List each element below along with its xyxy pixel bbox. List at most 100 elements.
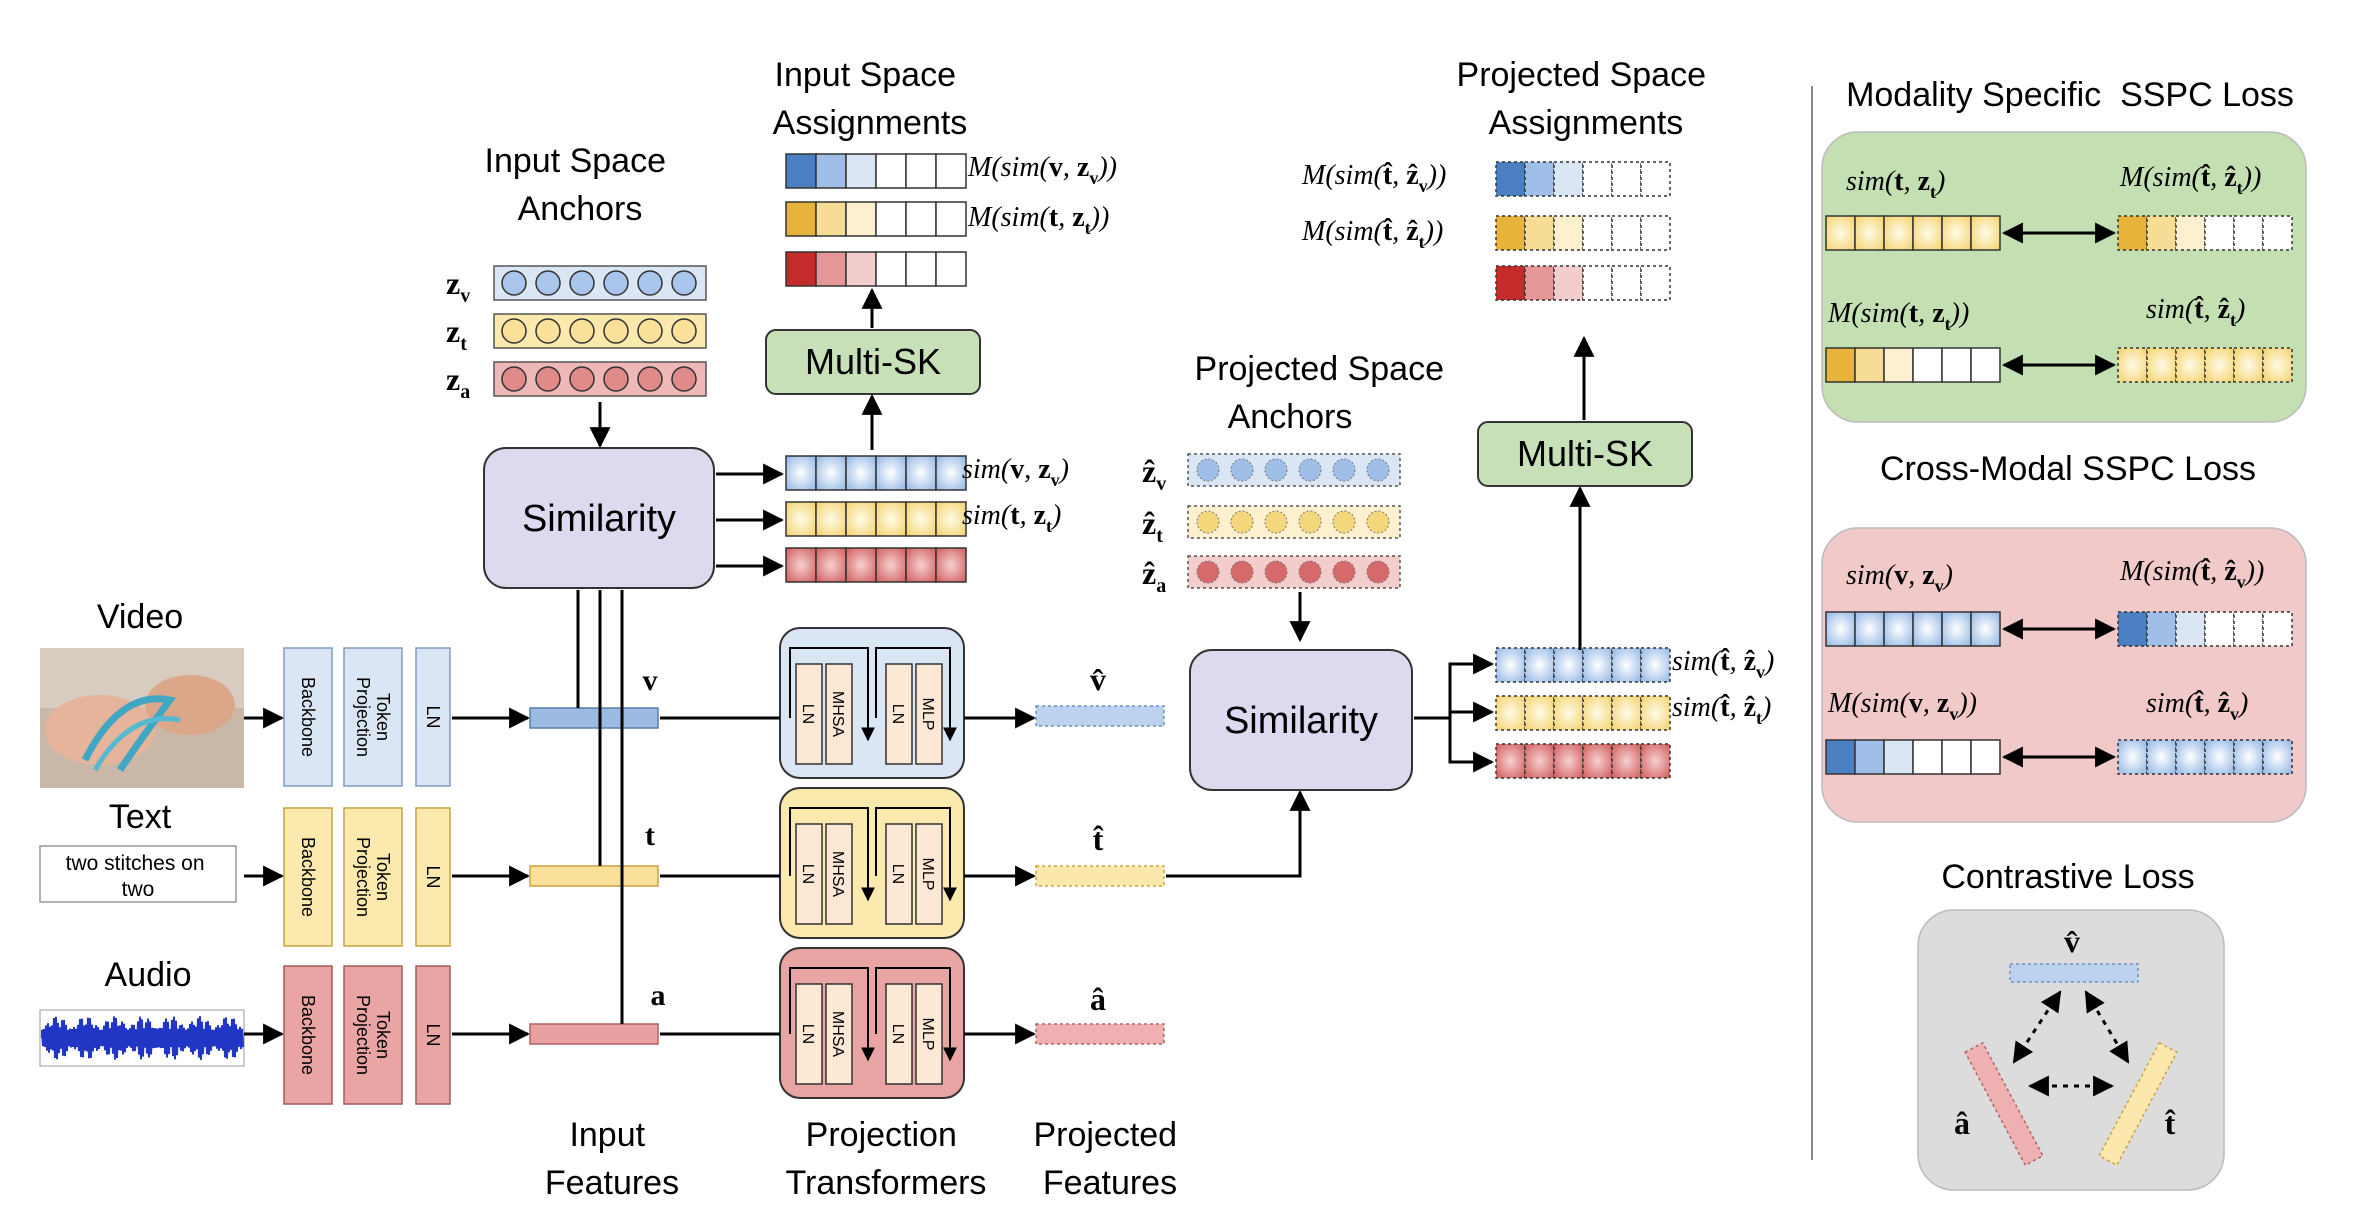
anchor-label-v: zv — [446, 265, 470, 307]
projected-anchor-dot — [1366, 458, 1390, 482]
similarity-input-label: Similarity — [522, 498, 676, 540]
anchor-label-t: zt — [446, 313, 467, 355]
token-projection-v-block — [343, 647, 403, 787]
proj-assign-cell-t — [1611, 215, 1642, 251]
contrastive-panel — [1917, 909, 2225, 1191]
sim-cell-t — [905, 501, 937, 537]
cm-assign-cell-2 — [1854, 739, 1885, 775]
transformer-block-label: LN — [889, 704, 906, 724]
proj-sim-cell-a — [1495, 743, 1526, 779]
ms-sim-t-zt-label: sim(t, zt) — [1846, 166, 1945, 202]
sim-that-zthat-label: sim(t̂, ẑt) — [1672, 692, 1771, 728]
sim-cell-t — [815, 501, 847, 537]
anchor-dot — [535, 270, 561, 296]
transformer-block-label: MLP — [919, 858, 936, 891]
cm-sim-cell-2 — [2175, 739, 2206, 775]
projected-anchor-dot — [1230, 510, 1254, 534]
transformer-block — [915, 983, 943, 1085]
assign-cell-a — [845, 251, 877, 287]
projection-transformers-caption: Projection Transformers — [786, 1116, 987, 1202]
transformer-block — [795, 983, 823, 1085]
ms-sim-cell — [1825, 215, 1856, 251]
anchor-dot — [569, 270, 595, 296]
cm-assign-cell-2 — [1825, 739, 1856, 775]
anchor-label-a: za — [446, 361, 470, 403]
backbone-v-label: Backbone — [298, 677, 318, 757]
backbone-a-block — [283, 965, 333, 1105]
proj-assign-cell-t — [1640, 215, 1671, 251]
sim-cell-a — [905, 547, 937, 583]
proj-sim-cell-a — [1582, 743, 1613, 779]
ms-sim-cell-2 — [2204, 347, 2235, 383]
video-label: Video — [97, 598, 183, 636]
token-projection-a-block — [343, 965, 403, 1105]
input-assignments-title: Input Space Assignments — [773, 56, 968, 142]
residual-1 — [789, 967, 875, 1062]
transformer-block — [885, 663, 913, 765]
anchor-dot — [637, 366, 663, 392]
ln-t-block — [415, 807, 451, 947]
projected-anchor-dot — [1264, 560, 1288, 584]
proj-assign-cell-t — [1495, 215, 1526, 251]
assign-cell-v — [935, 153, 967, 189]
multisk-input-box — [765, 329, 981, 395]
transformer-block — [825, 663, 853, 765]
ms-sim-cell-2 — [2175, 347, 2206, 383]
cm-assign-cell — [2233, 611, 2264, 647]
ms-assign-cell-2 — [1970, 347, 2001, 383]
feature-t-bar — [529, 865, 659, 887]
anchor-dot — [637, 270, 663, 296]
multisk-projected-box — [1477, 421, 1693, 487]
projected-anchor-dot — [1298, 510, 1322, 534]
cm-assign-cell-2 — [1970, 739, 2001, 775]
token-projection-t-label: TokenProjection — [353, 837, 393, 917]
proj-assign-cell-t — [1582, 215, 1613, 251]
transformer-block-label: MHSA — [829, 851, 846, 898]
projected-anchor-dot — [1332, 510, 1356, 534]
proj-sim-cell-t — [1582, 695, 1613, 731]
transformer-block — [885, 823, 913, 925]
assign-cell-v — [785, 153, 817, 189]
proj-assign-cell-a — [1553, 265, 1584, 301]
ln-t-label: LN — [423, 865, 443, 888]
ms-assign-cell — [2146, 215, 2177, 251]
cm-sim-cell — [1941, 611, 1972, 647]
contrastive-loss-title: Contrastive Loss — [1941, 858, 2194, 896]
proj-assign-cell-a — [1640, 265, 1671, 301]
video-thumbnail — [40, 648, 244, 788]
proj-sim-cell-v — [1640, 647, 1671, 683]
proj-sim-cell-t — [1524, 695, 1555, 731]
anchor-dot — [603, 270, 629, 296]
projected-anchor-dot — [1230, 458, 1254, 482]
anchor-dot — [501, 366, 527, 392]
sim-cell-v — [875, 455, 907, 491]
cm-m-sim-that-zvhat-label: M(sim(t̂, ẑv)) — [2119, 556, 2264, 592]
ms-assign-cell-2 — [1883, 347, 1914, 383]
assign-cell-t — [935, 201, 967, 237]
projected-anchor-dot — [1366, 510, 1390, 534]
transformer-block — [915, 823, 943, 925]
sim-cell-a — [935, 547, 967, 583]
cm-sim-cell-2 — [2146, 739, 2177, 775]
cm-assign-cell — [2117, 611, 2148, 647]
proj-sim-cell-a — [1524, 743, 1555, 779]
proj-assign-cell-v — [1611, 161, 1642, 197]
projected-anchor-label-a: ẑa — [1142, 555, 1166, 597]
input-features-caption: Input Features — [545, 1116, 679, 1202]
residual-2 — [875, 807, 957, 902]
projected-anchor-dot — [1366, 560, 1390, 584]
transformer-block — [885, 983, 913, 1085]
input-anchor-row-v — [493, 265, 707, 301]
sim-cell-t — [875, 501, 907, 537]
proj-assign-cell-a — [1524, 265, 1555, 301]
projected-anchor-dot — [1230, 560, 1254, 584]
similarity-projected-label: Similarity — [1224, 700, 1378, 742]
input-anchors-title: Input Space Anchors — [485, 142, 676, 228]
anchor-dot — [603, 366, 629, 392]
input-anchor-row-t — [493, 313, 707, 349]
audio-waveform — [39, 1009, 245, 1067]
token-projection-a-label: TokenProjection — [353, 995, 393, 1075]
cross-modal-loss-title: Cross-Modal SSPC Loss — [1880, 450, 2256, 488]
assign-cell-a — [935, 251, 967, 287]
cm-sim-that-zvhat-label: sim(t̂, ẑv) — [2146, 688, 2248, 724]
